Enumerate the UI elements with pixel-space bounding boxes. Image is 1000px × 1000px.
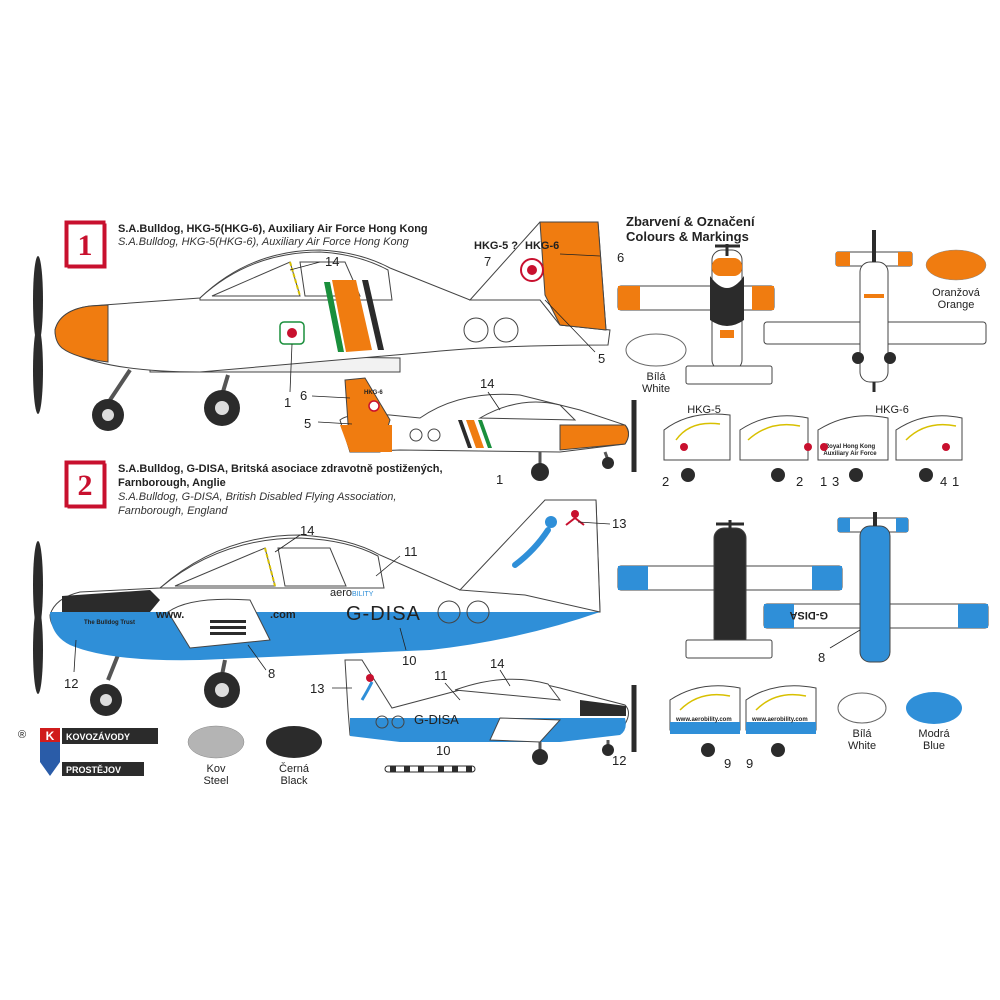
scheme-1-badge: 1 (64, 220, 107, 269)
gdisa-top-view (617, 520, 843, 659)
hkg-large-side-view: HKG-6 HKG-5 ? 14 7 6 5 1 (33, 221, 624, 431)
gdisa-canopy-details: www.aerobility.com www.aerobility.com 9 … (669, 685, 817, 771)
svg-text:14: 14 (490, 656, 504, 671)
svg-text:2: 2 (78, 469, 93, 502)
svg-text:11: 11 (434, 668, 448, 683)
swatch-white-2: Bílá White (837, 692, 887, 752)
svg-text:Černá: Černá (279, 762, 310, 775)
scheme-2-title-1: S.A.Bulldog, G-DISA, Britská asociace zd… (118, 463, 443, 475)
tail-code-alt: HKG-5 ? (474, 240, 518, 252)
callout-6: 6 (617, 250, 624, 265)
svg-text:Modrá: Modrá (918, 728, 950, 740)
svg-text:Blue: Blue (923, 740, 945, 752)
hkg-top-view (617, 244, 775, 385)
svg-text:Black: Black (281, 775, 308, 787)
callout-1-small: 1 (496, 472, 503, 487)
svg-text:White: White (642, 383, 670, 395)
svg-text:K: K (46, 729, 55, 743)
hong-kong-crest-icon (279, 321, 305, 345)
svg-text:3: 3 (832, 474, 839, 489)
propeller-blade-bottom (33, 326, 43, 414)
url-partial-end: .com (270, 609, 296, 621)
aerobility-figure-icon (512, 510, 585, 568)
legend-heading-cz: Zbarvení & Označení (626, 214, 755, 229)
svg-text:10: 10 (436, 743, 450, 758)
scheme-1-title: S.A.Bulldog, HKG-5(HKG-6), Auxiliary Air… (118, 223, 428, 235)
url-canopy-left: www.aerobility.com (675, 717, 732, 723)
svg-text:12: 12 (64, 676, 78, 691)
tail-code-large: HKG-6 (525, 240, 559, 252)
legend-heading-en: Colours & Markings (626, 229, 749, 244)
swatch-steel: Kov Steel (187, 725, 245, 787)
swatch-orange: Oranžová Orange (925, 249, 987, 311)
svg-text:White: White (848, 740, 876, 752)
svg-text:2: 2 (662, 474, 669, 489)
hkg-small-side-view: HKG-6 6 5 14 1 (300, 376, 637, 487)
canopy-label-hkg-5: HKG-5 (687, 404, 721, 416)
svg-text:4: 4 (940, 474, 947, 489)
svg-text:KOVOZÁVODY: KOVOZÁVODY (66, 732, 130, 742)
svg-text:10: 10 (402, 653, 416, 668)
gdisa-large-side-view: G-DISA aeroBILITY www. .com The Bulldog … (33, 499, 626, 716)
propeller-plan-view (384, 765, 476, 773)
svg-text:1: 1 (78, 229, 93, 262)
hkg-canopy-details: HKG-5 HKG-6 Royal Hong Kong Auxiliary Ai… (662, 404, 963, 489)
svg-text:1: 1 (952, 474, 959, 489)
svg-text:9: 9 (746, 756, 753, 771)
svg-text:13: 13 (612, 516, 626, 531)
tail-unit-badge-icon (520, 258, 544, 282)
swatch-white-1: Bílá White (625, 333, 687, 395)
callout-14: 14 (325, 254, 339, 269)
bulldog-trust-text: The Bulldog Trust (84, 620, 135, 626)
swatch-black: Černá Black (266, 726, 322, 787)
callout-6-small: 6 (300, 388, 307, 403)
scheme-1-subtitle: S.A.Bulldog, HKG-5(HKG-6), Auxiliary Air… (118, 236, 410, 248)
scheme-2-subtitle-2: Farnborough, England (118, 505, 228, 517)
scheme-2-badge: 2 (64, 460, 107, 509)
propeller-blade-top (33, 256, 43, 344)
registered-mark: ® (18, 729, 26, 741)
aerobility-logotype: aeroBILITY (330, 587, 374, 599)
callout-5-small: 5 (304, 416, 311, 431)
kovozavody-logo: ® K KOVOZÁVODY PROSTĚJOV (18, 728, 158, 776)
svg-text:8: 8 (818, 650, 825, 665)
url-canopy-right: www.aerobility.com (751, 717, 808, 723)
scheme-2-title-2: Farnborough, Anglie (118, 477, 226, 489)
canopy-text-2: Auxiliary Air Force (823, 451, 877, 457)
svg-text:2: 2 (796, 474, 803, 489)
canopy-label-hkg-6: HKG-6 (875, 404, 909, 416)
svg-text:Bílá: Bílá (647, 371, 667, 383)
gdisa-small-side-view: G-DISA 13 11 14 10 12 (310, 656, 637, 768)
registration-g-disa: G-DISA (346, 603, 421, 625)
registration-small: G-DISA (414, 712, 459, 727)
callout-14-small: 14 (480, 376, 494, 391)
tail-code-small: HKG-6 (364, 390, 383, 396)
svg-text:8: 8 (268, 666, 275, 681)
canopy-text-1: Royal Hong Kong (825, 444, 876, 450)
svg-text:14: 14 (300, 523, 314, 538)
url-partial-start: www. (155, 609, 184, 621)
swatch-blue: Modrá Blue (906, 692, 962, 752)
svg-text:13: 13 (310, 681, 324, 696)
svg-text:9: 9 (724, 756, 731, 771)
scheme-2-subtitle-1: S.A.Bulldog, G-DISA, British Disabled Fl… (118, 491, 396, 503)
registration-mirror: G-DISA (789, 609, 828, 621)
svg-text:Kov: Kov (207, 763, 226, 775)
callout-5: 5 (598, 351, 605, 366)
svg-text:Bílá: Bílá (853, 728, 873, 740)
gdisa-under-view: G-DISA 8 (763, 512, 989, 665)
svg-text:Oranžová: Oranžová (932, 287, 981, 299)
svg-text:12: 12 (612, 753, 626, 768)
callout-1: 1 (284, 395, 291, 410)
hkg-under-view (763, 230, 987, 392)
svg-text:1: 1 (820, 474, 827, 489)
callout-7: 7 (484, 254, 491, 269)
svg-text:Orange: Orange (938, 299, 975, 311)
svg-text:11: 11 (404, 544, 418, 559)
svg-text:Steel: Steel (203, 775, 228, 787)
svg-text:PROSTĚJOV: PROSTĚJOV (66, 764, 121, 775)
